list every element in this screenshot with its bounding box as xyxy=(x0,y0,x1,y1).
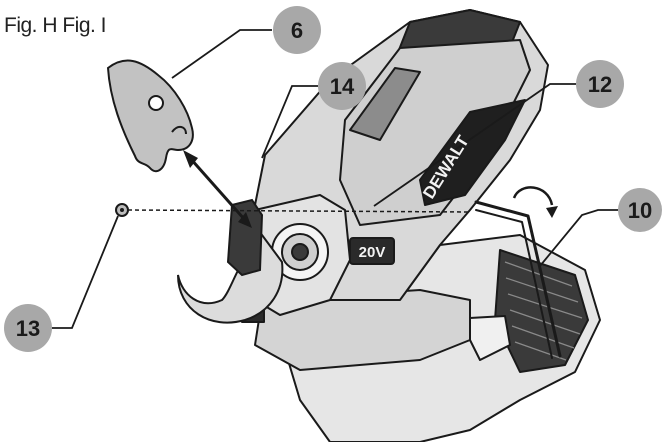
voltage-text: 20V xyxy=(359,244,386,261)
rotation-arrow xyxy=(512,186,554,206)
removed-blade xyxy=(106,59,194,173)
callout-14: 14 xyxy=(318,62,366,110)
leader-6 xyxy=(171,29,272,79)
callout-label-14: 14 xyxy=(330,74,355,99)
callout-label-10: 10 xyxy=(628,198,652,223)
pivot-inner-ring xyxy=(291,243,309,261)
pivot-bolt xyxy=(226,198,264,277)
leader-10 xyxy=(539,209,618,267)
tool-side-window xyxy=(349,67,421,141)
voltage-badge xyxy=(349,237,395,265)
callout-label-6: 6 xyxy=(291,18,303,43)
pruner-tool xyxy=(239,9,601,442)
hex-key xyxy=(474,200,562,359)
alignment-dashed-line xyxy=(127,209,471,213)
leader-13 xyxy=(52,215,119,329)
leader-12 xyxy=(373,83,576,207)
callout-10: 10 xyxy=(618,188,662,232)
tool-base xyxy=(254,289,471,371)
callout-13: 13 xyxy=(4,304,52,352)
tool-label-panel xyxy=(419,99,526,206)
callout-label-12: 12 xyxy=(588,72,612,97)
rotation-arrow-head xyxy=(546,206,558,218)
removed-blade-slot xyxy=(171,126,187,135)
figure-caption: Fig. H Fig. I xyxy=(4,14,107,37)
leader-14 xyxy=(261,85,318,159)
tool-trigger xyxy=(469,315,511,361)
callout-6: 6 xyxy=(273,6,321,54)
callout-label-13: 13 xyxy=(16,316,40,341)
removal-arrow xyxy=(183,150,252,228)
nut-part xyxy=(115,203,129,217)
callout-12: 12 xyxy=(576,60,624,108)
removed-blade-hole xyxy=(148,95,164,111)
leader-lines xyxy=(52,29,618,329)
